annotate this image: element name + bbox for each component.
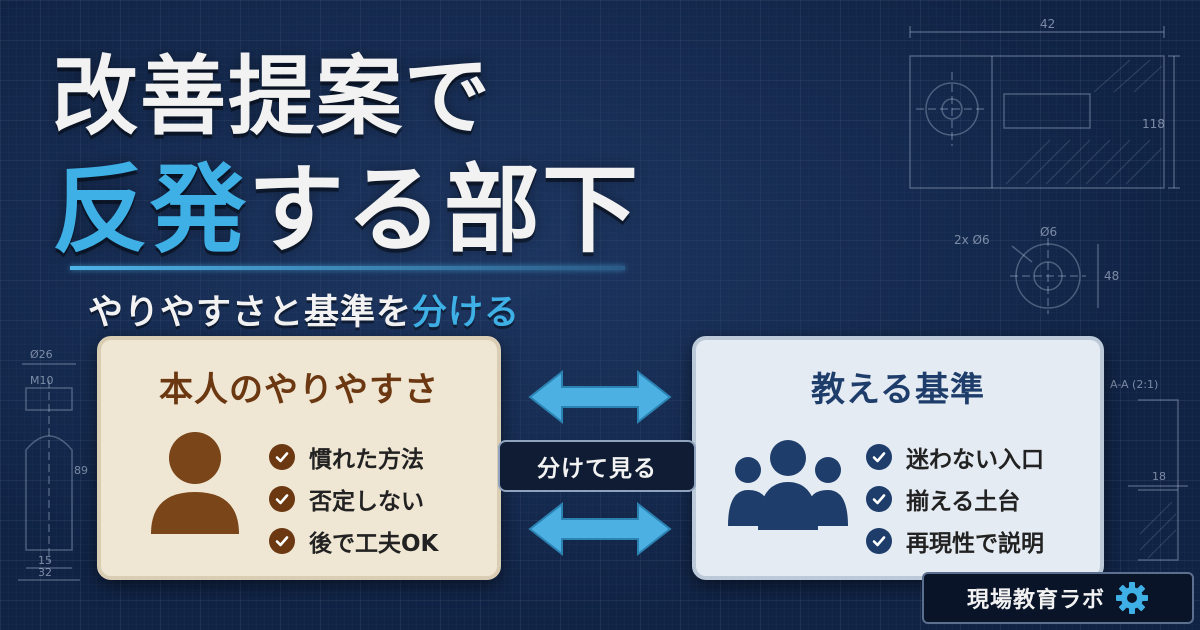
list-item-label: 慣れた方法 xyxy=(309,447,424,473)
double-arrow-icon xyxy=(528,501,672,557)
brand-badge: 現場教育ラボ xyxy=(922,572,1194,624)
card-teaching-standard: 教える基準 迷わない入口 揃える土台 再現性で説明 xyxy=(692,336,1104,580)
person-icon xyxy=(151,432,239,534)
card-left-title: 本人のやりやすさ xyxy=(159,370,439,410)
check-icon xyxy=(866,444,892,470)
subtitle-main: やりやすさと基準を xyxy=(88,293,413,333)
card-personal-ease: 本人のやりやすさ 慣れた方法 否定しない 後で工夫OK xyxy=(97,336,501,580)
group-icon xyxy=(728,440,848,530)
title-accent: 反発 xyxy=(52,154,248,266)
list-item-label: 迷わない入口 xyxy=(906,447,1044,473)
brand-name: 現場教育ラボ xyxy=(966,588,1105,613)
title-underline xyxy=(70,266,625,270)
check-icon xyxy=(269,486,295,512)
separate-view-label: 分けて見る xyxy=(498,440,696,492)
list-item: 慣れた方法 xyxy=(269,436,438,478)
list-item-label: 後で工夫OK xyxy=(309,531,439,557)
check-icon xyxy=(866,528,892,554)
card-right-title: 教える基準 xyxy=(811,370,985,410)
left-checklist: 慣れた方法 否定しない 後で工夫OK xyxy=(269,436,438,562)
list-item: 再現性で説明 xyxy=(866,520,1044,562)
main-title-line1: 改善提案で xyxy=(52,47,492,147)
right-checklist: 迷わない入口 揃える土台 再現性で説明 xyxy=(866,436,1044,562)
list-item: 揃える土台 xyxy=(866,478,1044,520)
list-item-label: 揃える土台 xyxy=(906,489,1021,515)
check-icon xyxy=(866,486,892,512)
subtitle-accent: 分ける xyxy=(412,293,521,333)
title-rest: する部下 xyxy=(248,154,640,266)
check-icon xyxy=(269,528,295,554)
gear-icon xyxy=(1116,582,1148,614)
subtitle: やりやすさと基準を分ける xyxy=(88,284,520,335)
list-item-label: 否定しない xyxy=(309,489,424,515)
check-icon xyxy=(269,444,295,470)
list-item-label: 再現性で説明 xyxy=(906,531,1044,557)
list-item: 迷わない入口 xyxy=(866,436,1044,478)
list-item: 後で工夫OK xyxy=(269,520,438,562)
double-arrow-icon xyxy=(528,369,672,425)
list-item: 否定しない xyxy=(269,478,438,520)
main-title-line2: 反発する部下 xyxy=(52,132,640,271)
